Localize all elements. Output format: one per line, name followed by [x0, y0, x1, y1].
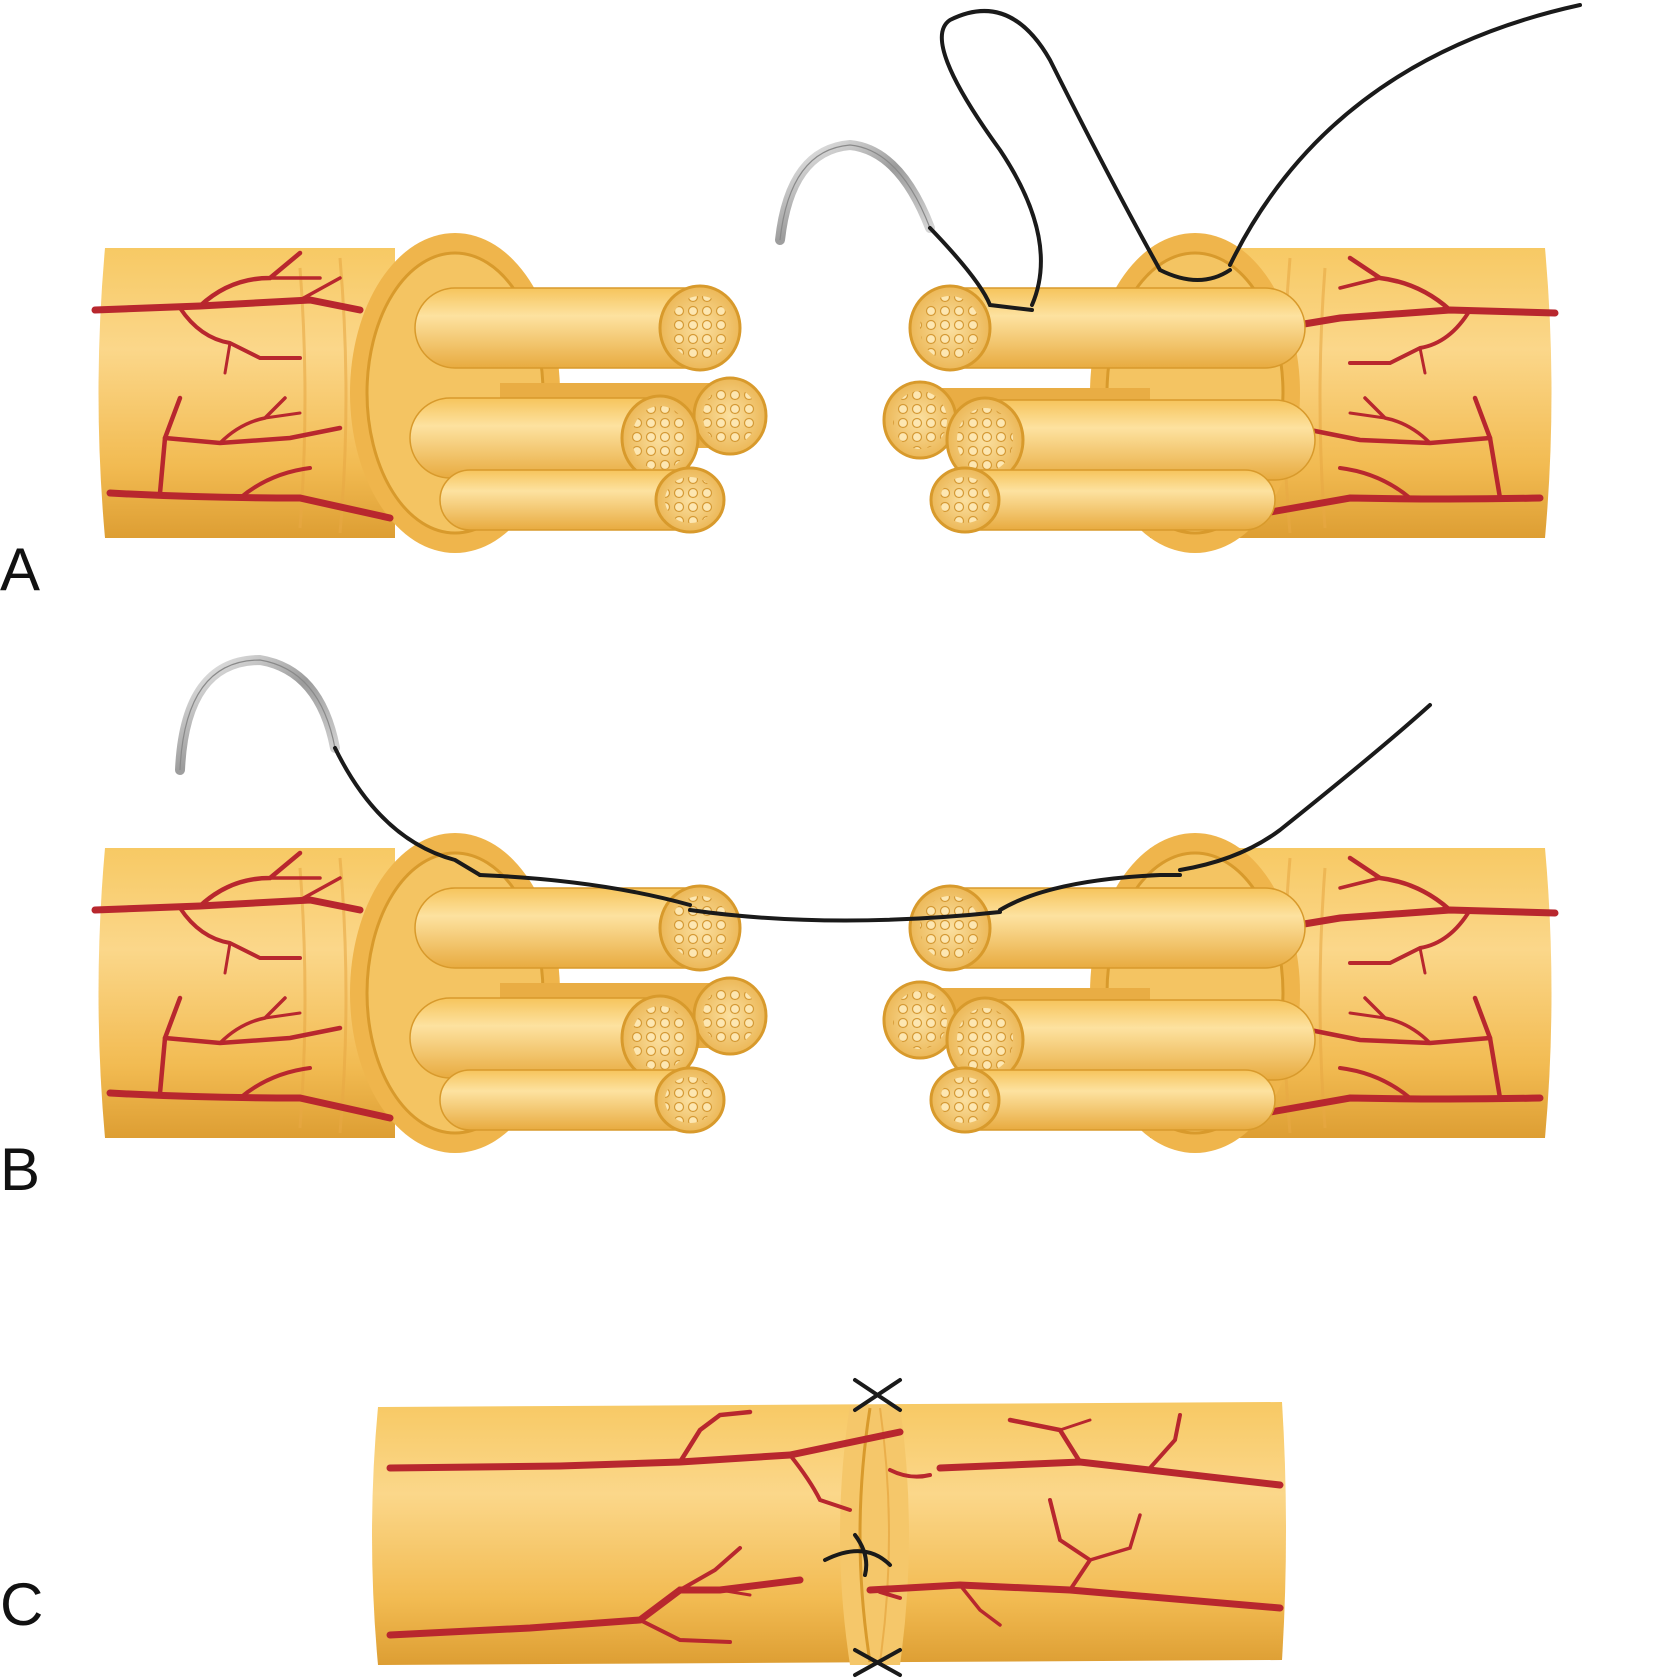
panel-label-a: A	[0, 536, 41, 603]
panel-c-suture-knots	[823, 1378, 902, 1677]
panel-a-illustration	[95, 3, 1582, 553]
panel-a-needle	[775, 139, 935, 245]
panel-a-right-nerve-stump	[882, 233, 1555, 553]
panel-b-right-nerve-stump	[882, 833, 1555, 1153]
panel-b-left-nerve-stump	[95, 833, 768, 1153]
panel-b-illustration	[95, 654, 1555, 1153]
panel-b-needle	[175, 654, 340, 775]
panel-label-c: C	[0, 1571, 44, 1638]
panel-a-left-nerve-stump	[95, 233, 768, 553]
panel-b-suture	[333, 703, 1432, 923]
panel-c-repaired-nerve	[372, 1378, 1286, 1677]
panel-label-b: B	[0, 1136, 41, 1203]
panel-a-suture	[928, 3, 1582, 312]
